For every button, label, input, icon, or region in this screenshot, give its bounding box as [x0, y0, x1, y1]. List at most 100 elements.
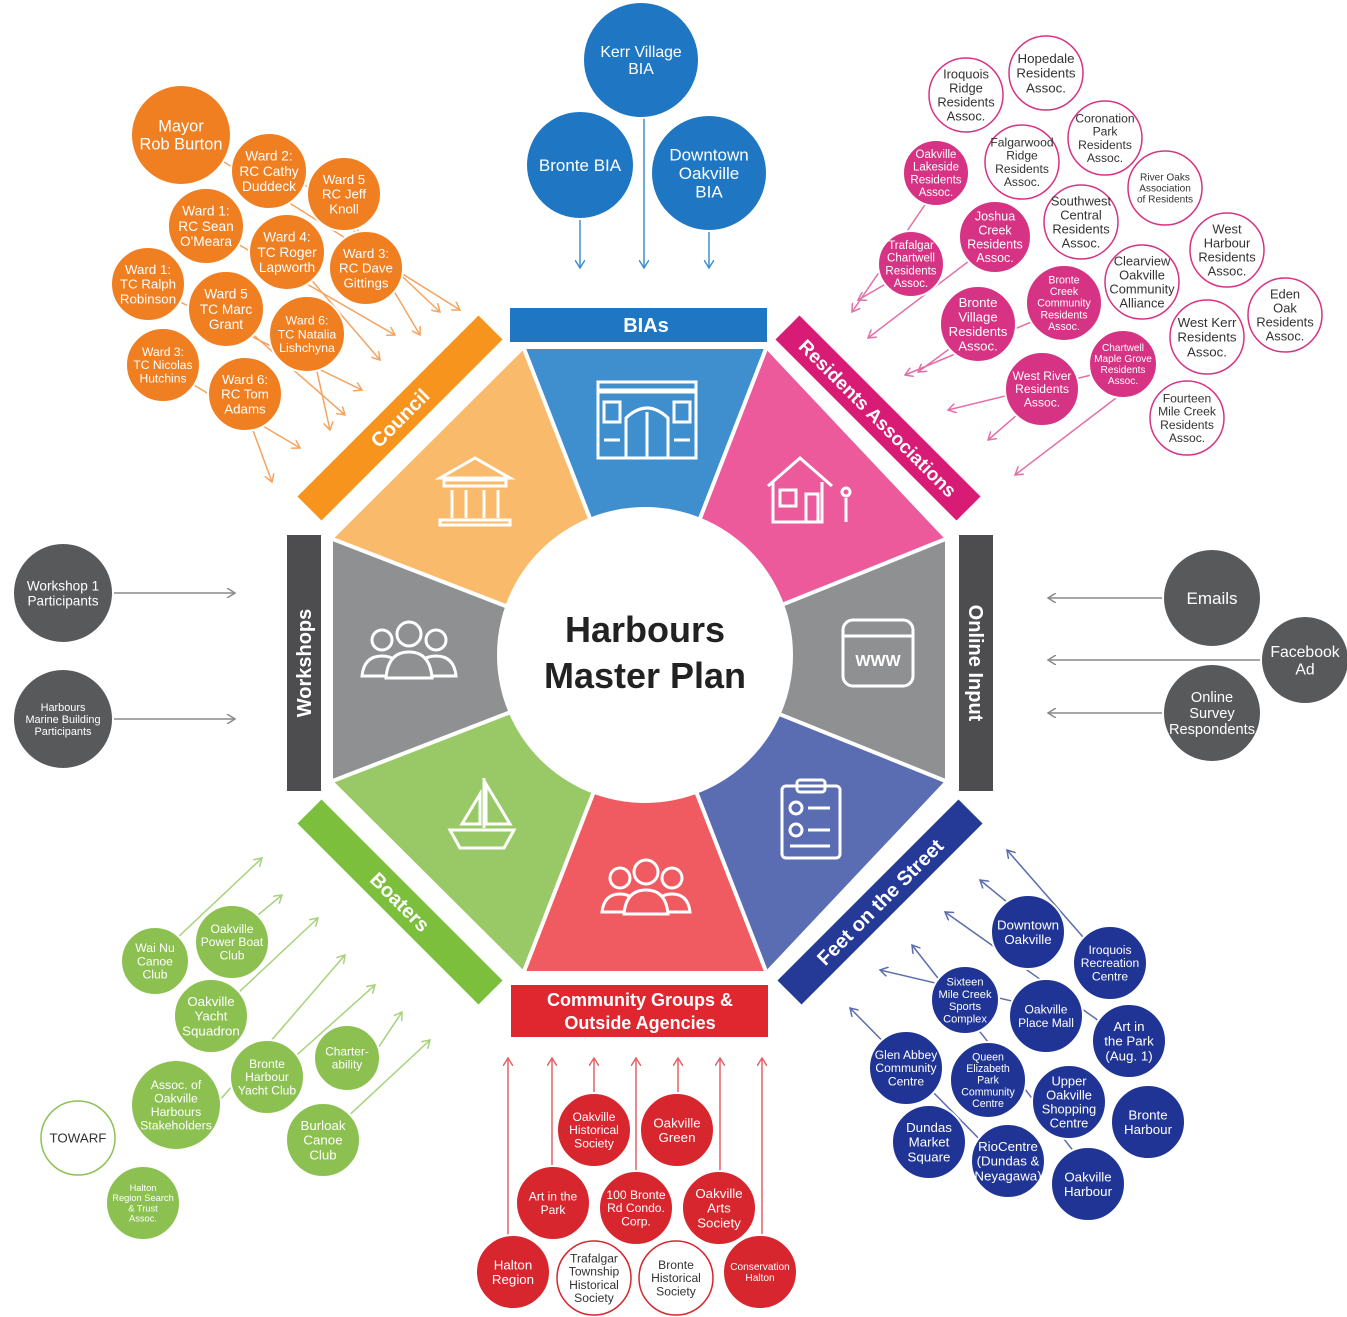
boaters-bubble-1-line-0: Wai Nu — [135, 941, 175, 955]
council-bubble-10-line-1: RC Tom — [221, 387, 269, 402]
council-bubble-4-line-2: Lapworth — [259, 260, 315, 275]
www-icon-text: WWW — [855, 653, 901, 670]
band-community-label-line-1: Community Groups & — [547, 990, 733, 1010]
residents-bubble-12-line-2: Community — [1037, 298, 1091, 310]
boaters-bubble-1-line-2: Club — [142, 968, 167, 982]
community-bubble-3-line-1: Rd Condo. — [607, 1201, 665, 1215]
residents-bubble-10-line-0: Clearview — [1114, 253, 1171, 268]
residents-bubble-17-line-0: Fourteen — [1163, 391, 1211, 405]
online-bubble-0: Emails — [1162, 548, 1262, 648]
council-bubble-circle-8 — [268, 295, 346, 373]
feet-bubble-5-line-0: Glen Abbey — [875, 1048, 938, 1062]
boaters-bubble-1-line-1: Canoe — [137, 954, 173, 968]
community-bubble-1-line-1: Green — [659, 1130, 696, 1145]
feet-bubble-10: RioCentre(Dundas &Neyagawa) — [970, 1123, 1046, 1199]
feet-bubble-3-line-0: Oakville — [1024, 1003, 1067, 1017]
residents-bubble-circle-9 — [1189, 212, 1265, 288]
feet-bubble-3-line-1: Place Mall — [1018, 1016, 1074, 1030]
boaters-bubble-0-line-2: Club — [220, 949, 245, 963]
group-icon — [360, 620, 458, 680]
feet-bubble-circle-11 — [1050, 1146, 1126, 1222]
council-bubble-circle-2 — [306, 156, 382, 232]
residents-bubble-circle-7 — [958, 200, 1032, 274]
feet-bubble-10-line-0: RioCentre — [978, 1139, 1038, 1154]
band-workshops-label: Workshops — [294, 609, 316, 718]
feet-bubble-11-line-0: Oakville — [1064, 1169, 1111, 1184]
boaters-bubble-circle-1 — [120, 926, 190, 996]
residents-bubble-11-line-0: Eden — [1270, 286, 1300, 301]
residents-bubble-10-line-1: Oakville — [1119, 267, 1165, 282]
boaters-bubble-circle-5 — [130, 1059, 222, 1151]
residents-bubble-circle-0 — [928, 57, 1004, 133]
band-bias-label: BIAs — [623, 315, 669, 337]
residents-bubble-circle-8 — [877, 230, 945, 298]
sector-workshops — [330, 538, 645, 782]
residents-bubble-8-line-1: Chartwell — [887, 253, 935, 265]
community-bubble-circle-1 — [639, 1092, 715, 1168]
boaters-bubble-8-line-0: Halton — [130, 1183, 157, 1193]
residents-bubble-7-line-2: Residents — [967, 237, 1023, 251]
residents-bubble-9-line-2: Residents — [1198, 250, 1255, 265]
council-bubble-9-line-0: Ward 3: — [142, 345, 184, 359]
sector-online — [645, 538, 948, 782]
residents-bubble-12-line-3: Residents — [1040, 309, 1087, 321]
boaters-bubble-circle-3 — [313, 1024, 381, 1092]
center-title-line-2: Master Plan — [544, 655, 746, 696]
bias-bubble-0-line-1: BIA — [628, 61, 654, 78]
feet-bubble-8-line-0: Bronte — [1128, 1107, 1167, 1122]
residents-bubble-circle-15 — [1088, 329, 1158, 399]
residents-bubble-15-line-1: Maple Grove — [1094, 354, 1152, 365]
workshops-bubble-1-line-0: Harbours — [41, 702, 86, 714]
feet-bubble-5-line-1: Community — [875, 1061, 937, 1075]
residents-bubble-10-line-3: Alliance — [1119, 296, 1164, 311]
boaters-bubble-2-line-2: Squadron — [182, 1023, 240, 1038]
community-bubble-circle-3 — [598, 1170, 674, 1246]
community-bubble-5-line-0: Halton — [494, 1257, 532, 1272]
feet-bubble-7-line-2: Shopping — [1042, 1102, 1096, 1117]
feet-bubble-9-line-1: Market — [909, 1135, 950, 1150]
residents-bubble-circle-10 — [1104, 244, 1180, 320]
council-bubble-circle-6 — [110, 246, 186, 322]
residents-bubble-circle-12 — [1025, 264, 1103, 342]
council-bubble-2-line-1: RC Jeff — [322, 187, 366, 202]
community-bubble-7-line-0: Bronte — [658, 1258, 694, 1272]
online-bubble-1-line-1: Ad — [1295, 661, 1314, 678]
boaters-bubble-5-line-0: Assoc. of — [151, 1078, 202, 1092]
council-bubble-circle-10 — [207, 356, 283, 432]
residents-bubble-1-line-1: Residents — [1016, 66, 1075, 81]
council-bubble-circle-0 — [130, 84, 232, 186]
community-bubble-2-line-1: Park — [541, 1203, 567, 1217]
council-bubble-0-line-0: Mayor — [158, 118, 204, 136]
bias-bubble-2-line-2: BIA — [695, 183, 723, 202]
residents-bubble-8-line-2: Residents — [885, 265, 936, 277]
feet-bubble-4-line-1: the Park — [1104, 1034, 1154, 1049]
center-circle — [497, 507, 793, 803]
workshops-bubble-1-line-2: Participants — [35, 726, 92, 738]
boaters-bubble-4-line-2: Yacht Club — [238, 1084, 297, 1098]
residents-bubble-7-line-1: Creek — [978, 224, 1012, 238]
residents-bubble-9-line-3: Assoc. — [1208, 264, 1247, 279]
residents-bubble-14-line-2: Assoc. — [1187, 344, 1227, 359]
residents-bubble-5-line-1: Association — [1139, 184, 1191, 195]
community-bubble-circle-4 — [681, 1170, 757, 1246]
residents-bubble-17-line-3: Assoc. — [1169, 431, 1205, 445]
council-bubble-5-line-1: RC Dave — [339, 261, 393, 276]
people-icon — [600, 858, 692, 916]
boaters-bubble-3-line-0: Charter- — [325, 1045, 369, 1059]
feet-bubble-circle-4 — [1091, 1003, 1167, 1079]
